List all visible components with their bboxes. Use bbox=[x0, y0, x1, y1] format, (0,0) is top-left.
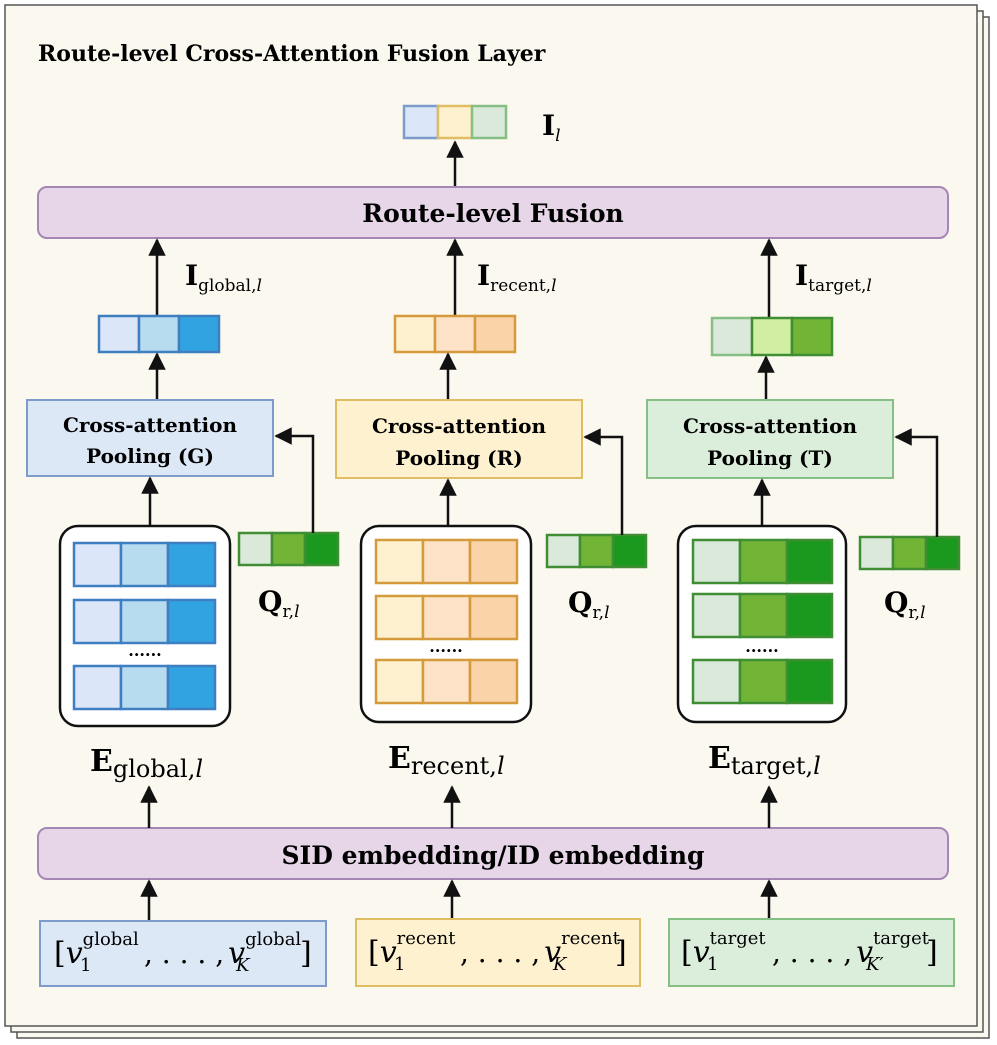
target-pooling-line1: Cross-attention bbox=[683, 414, 857, 438]
arrow-global-query-to-pool bbox=[274, 427, 315, 533]
global-output-label: Iglobal,l bbox=[185, 259, 262, 296]
recent-sequence-mid: , . . . ,vrecent bbox=[460, 928, 621, 970]
global-output-vector bbox=[97, 314, 221, 354]
target-embedding-label: Etarget,l bbox=[708, 741, 821, 780]
route-fusion-bar bbox=[37, 186, 949, 239]
recent-pooling-box bbox=[335, 399, 583, 479]
global-sequence-sub1: 1 bbox=[80, 955, 91, 976]
global-query-vector bbox=[237, 531, 340, 567]
arrow-recent-query-to-pool bbox=[583, 428, 624, 535]
target-sequence-sub1: 1 bbox=[707, 954, 718, 975]
output-label: Il bbox=[542, 109, 561, 146]
target-emb-row-1 bbox=[691, 538, 834, 585]
global-embedding-label: Eglobal,l bbox=[90, 744, 203, 783]
recent-pooling-line2: Pooling (R) bbox=[395, 446, 522, 470]
target-sequence-close: ] bbox=[926, 935, 938, 970]
global-sequence-close: ] bbox=[300, 936, 312, 971]
recent-emb-row-3 bbox=[374, 658, 519, 705]
target-pooling-line2: Pooling (T) bbox=[707, 446, 833, 470]
recent-sequence-label: [vrecent bbox=[368, 928, 456, 970]
target-sequence-subK: K′ bbox=[865, 954, 884, 975]
recent-embedding-label: Erecent,l bbox=[388, 741, 505, 780]
target-query-label: Qr,l bbox=[884, 586, 926, 623]
global-emb-row-3 bbox=[72, 664, 217, 711]
arrow-target-query-to-pool bbox=[894, 428, 939, 537]
global-sequence-box bbox=[39, 920, 327, 987]
global-emb-row-2 bbox=[72, 598, 217, 645]
recent-sequence-close: ] bbox=[615, 935, 627, 970]
target-emb-row-3 bbox=[691, 658, 834, 705]
target-emb-row-2 bbox=[691, 592, 834, 639]
global-sequence-label: [vglobal bbox=[54, 929, 139, 971]
recent-sequence-subK: K bbox=[552, 954, 568, 975]
global-pooling-line2: Pooling (G) bbox=[86, 444, 214, 468]
recent-emb-row-2 bbox=[374, 594, 519, 641]
target-pooling-box bbox=[646, 399, 894, 479]
branch-recent: Irecent,l Cross-attention Pooling (R) ..… bbox=[335, 238, 648, 987]
recent-sequence-sub1: 1 bbox=[394, 954, 405, 975]
recent-pooling-line1: Cross-attention bbox=[372, 414, 546, 438]
recent-output-label: Irecent,l bbox=[477, 259, 557, 296]
output-vector bbox=[402, 104, 508, 140]
target-sequence-box bbox=[668, 918, 955, 987]
target-query-vector bbox=[858, 535, 961, 571]
recent-query-vector bbox=[545, 533, 648, 569]
stacked-frame bbox=[4, 4, 990, 1039]
embedding-bar bbox=[37, 827, 949, 880]
recent-output-vector bbox=[393, 314, 517, 354]
global-pooling-box bbox=[26, 399, 274, 477]
embedding-label: SID embedding/ID embedding bbox=[281, 841, 704, 870]
recent-sequence-box bbox=[355, 918, 641, 987]
recent-ellipsis: ...... bbox=[429, 637, 462, 656]
global-query-label: Qr,l bbox=[258, 585, 300, 622]
target-sequence-label: [vtarget bbox=[681, 928, 766, 970]
branch-target: Itarget,l Cross-attention Pooling (T) ..… bbox=[646, 238, 961, 987]
global-pooling-line1: Cross-attention bbox=[63, 413, 237, 437]
target-sequence-mid: , . . . ,vtarget bbox=[772, 928, 930, 970]
branch-global: Iglobal,l Cross-attention Pooling (G) ..… bbox=[26, 238, 340, 987]
global-ellipsis: ...... bbox=[128, 641, 161, 660]
global-sequence-mid: , . . . ,vglobal bbox=[144, 929, 301, 971]
target-output-vector bbox=[710, 316, 834, 357]
global-emb-row-1 bbox=[72, 541, 217, 588]
recent-query-label: Qr,l bbox=[568, 586, 610, 623]
target-ellipsis: ...... bbox=[745, 637, 778, 656]
target-output-label: Itarget,l bbox=[795, 259, 872, 296]
global-sequence-subK: K bbox=[235, 955, 251, 976]
route-fusion-label: Route-level Fusion bbox=[362, 199, 623, 228]
recent-emb-row-1 bbox=[374, 538, 519, 585]
diagram-title: Route-level Cross-Attention Fusion Layer bbox=[38, 41, 546, 67]
